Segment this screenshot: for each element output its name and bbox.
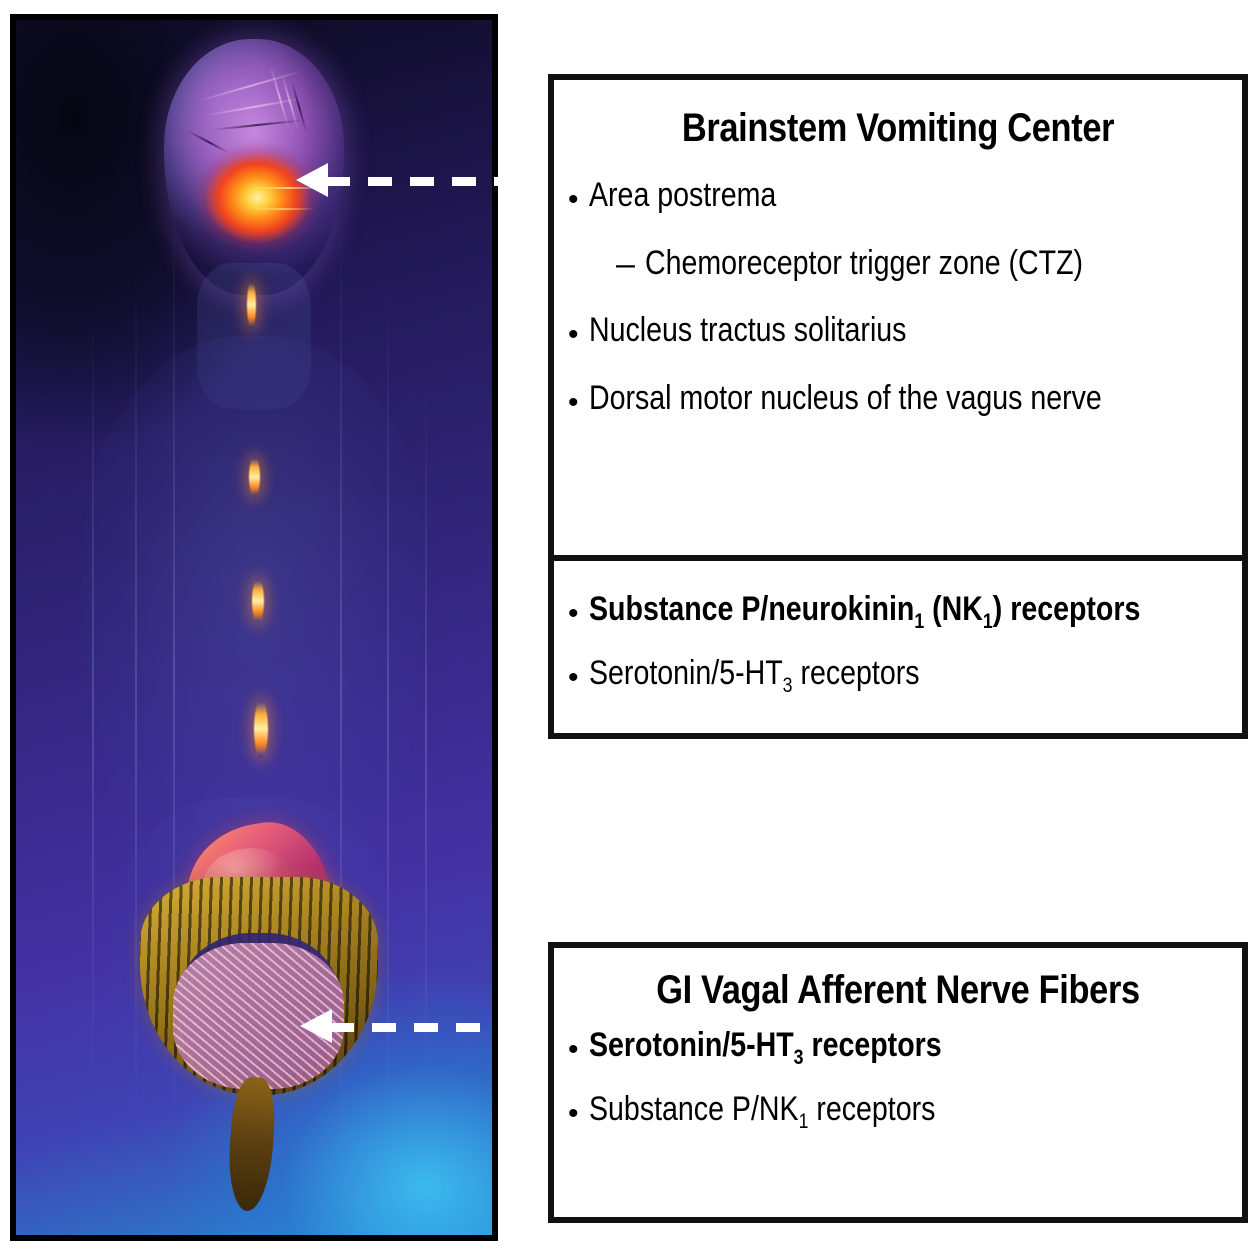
small-intestine	[173, 943, 345, 1090]
subscript: 3	[782, 674, 793, 697]
brainstem-anatomy-section: Brainstem Vomiting Center • Area postrema…	[554, 106, 1242, 555]
body-contour-line	[135, 263, 137, 1138]
bullet-marker: •	[568, 1033, 579, 1066]
bullet-item: • Substance P/NK1 receptors	[568, 1090, 1228, 1133]
brainstem-anatomy-list: • Area postrema –Chemoreceptor trigger zon…	[568, 176, 1228, 420]
bullet-label: Serotonin/5-HT3 receptors	[588, 654, 920, 697]
brainstem-hotspot-streak	[250, 187, 323, 190]
bullet-label: Chemoreceptor trigger zone (CTZ)	[644, 244, 1083, 282]
esophagus-glow-gej	[254, 700, 268, 759]
bullet-item: • Area postrema	[568, 176, 1228, 216]
rectum	[225, 1075, 278, 1213]
bullet-label: Serotonin/5-HT3 receptors	[588, 1026, 942, 1069]
bullet-marker: •	[568, 1097, 579, 1130]
bullet-marker: •	[568, 183, 579, 216]
bullet-item: –Chemoreceptor trigger zone (CTZ)	[568, 244, 1228, 283]
text-run: ) receptors	[992, 590, 1140, 628]
text-run: Substance P/neurokinin	[588, 590, 914, 628]
brainstem-receptor-list: •Substance P/neurokinin1 (NK1) receptors…	[568, 590, 1228, 697]
skull-outline	[163, 39, 345, 295]
brainstem-hotspot-streak	[250, 207, 316, 210]
bullet-item: • Serotonin/5-HT3 receptors	[568, 1026, 1228, 1069]
bullet-marker: •	[568, 661, 579, 694]
brainstem-receptor-section: •Substance P/neurokinin1 (NK1) receptors…	[554, 590, 1242, 697]
body-contour-line	[387, 287, 390, 1138]
esophagus-glow-upper	[246, 281, 256, 330]
text-run: Serotonin/5-HT	[588, 1026, 794, 1064]
subscript: 1	[982, 610, 993, 633]
esophagus-glow-mid	[249, 457, 261, 498]
bullet-marker: •	[568, 597, 579, 630]
text-run: receptors	[792, 654, 920, 692]
body-contour-line	[92, 311, 95, 1090]
esophagus-glow-lower	[251, 578, 264, 623]
brainstem-vomiting-center-box: Brainstem Vomiting Center • Area postrema…	[548, 74, 1248, 739]
text-run: Serotonin/5-HT	[588, 654, 783, 692]
gi-vagal-afferent-nerve-fibers-box: GI Vagal Afferent Nerve Fibers • Serotoni…	[548, 942, 1248, 1223]
gi-receptor-list: • Serotonin/5-HT3 receptors • Substance P/N…	[568, 1026, 1228, 1133]
bullet-label: Substance P/NK1 receptors	[588, 1090, 935, 1133]
body-contour-line	[425, 384, 428, 1090]
text-run: (NK	[923, 590, 983, 628]
bullet-marker: •	[568, 318, 579, 352]
bullet-label: Area postrema	[588, 176, 776, 214]
dash-marker: –	[616, 245, 635, 283]
subscript: 1	[798, 1110, 808, 1133]
text-run: Substance P/NK	[588, 1090, 799, 1128]
anatomy-illustration-panel	[10, 14, 498, 1241]
bullet-marker: •	[568, 386, 579, 420]
text-run: receptors	[803, 1026, 942, 1064]
bullet-label: Nucleus tractus solitarius	[588, 311, 906, 350]
bullet-item: • Dorsal motor nucleus of the vagus nerve	[568, 379, 1228, 420]
gi-box-title: GI Vagal Afferent Nerve Fibers	[656, 968, 1140, 1012]
brainstem-box-title: Brainstem Vomiting Center	[681, 106, 1115, 150]
human-body-image	[16, 20, 492, 1235]
bullet-item: •Substance P/neurokinin1 (NK1) receptors	[568, 590, 1228, 633]
bullet-label: Dorsal motor nucleus of the vagus nerve	[588, 379, 1102, 418]
subscript: 3	[793, 1046, 804, 1069]
bullet-label: Substance P/neurokinin1 (NK1) receptors	[588, 590, 1140, 633]
subscript: 1	[913, 610, 924, 633]
bullet-item: • Nucleus tractus solitarius	[568, 311, 1228, 352]
bullet-item: • Serotonin/5-HT3 receptors	[568, 654, 1228, 697]
head-and-brain	[163, 39, 345, 295]
box-divider	[554, 555, 1242, 561]
text-run: receptors	[807, 1090, 935, 1128]
gi-section: GI Vagal Afferent Nerve Fibers • Serotoni…	[554, 968, 1242, 1133]
